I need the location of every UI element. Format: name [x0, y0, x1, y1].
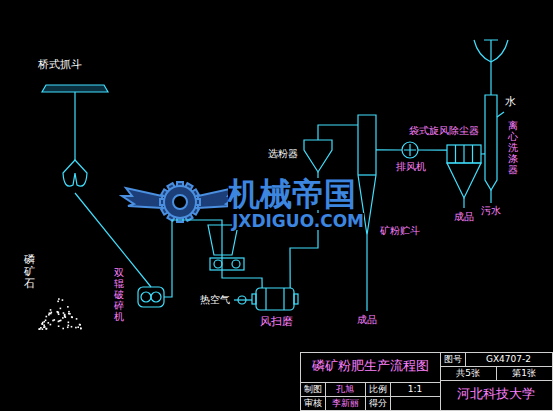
- bag-hopper: [447, 163, 481, 198]
- equipment-outline: [447, 145, 481, 163]
- watermark: 机械帝国: [228, 178, 356, 210]
- equipment-label: 双辊破碎机: [114, 267, 124, 322]
- equipment-symbol: [402, 142, 418, 158]
- title-rule: [365, 382, 366, 411]
- logo-wing: [122, 188, 162, 208]
- equipment-symbol: [447, 145, 481, 163]
- equipment-label: 选粉器: [268, 148, 298, 160]
- stack-fork: [474, 40, 508, 62]
- drawing-title: 磷矿粉肥生产流程图: [300, 359, 440, 374]
- equipment-outline: [485, 95, 497, 190]
- flow-line: [481, 153, 485, 154]
- table-cell: 1:1: [390, 384, 440, 394]
- stack: [490, 40, 491, 95]
- exhaust-fan: 排风机: [402, 142, 418, 158]
- rock-pile: 磷矿石: [38, 290, 82, 330]
- equipment-symbol: [38, 290, 82, 330]
- school-name: 河北科技大学: [440, 387, 552, 402]
- inlet-label: 水: [505, 96, 516, 109]
- feeder: [210, 258, 244, 270]
- feeder-roller: [232, 260, 240, 268]
- table-cell: 审核: [300, 398, 325, 408]
- feeder-roller: [214, 260, 222, 268]
- flow-line: [75, 193, 151, 287]
- title-rule: [440, 352, 441, 411]
- outlet-label: 污水: [481, 205, 501, 217]
- flow-line: [164, 220, 262, 297]
- title-rule: [325, 382, 326, 411]
- watermark-logo: [122, 182, 238, 222]
- outlet-label: 成品: [454, 211, 474, 223]
- table-cell: 共5张: [440, 368, 496, 378]
- air-swept-mill: 风扫磨: [252, 288, 298, 310]
- table-cell: 比例: [365, 384, 390, 394]
- equipment-label: 风扫磨: [260, 316, 293, 329]
- equipment-outline: [38, 298, 81, 330]
- powder-separator: 选粉器: [304, 140, 332, 172]
- title-rule: [300, 382, 440, 383]
- table-cell: 李新丽: [325, 398, 365, 408]
- title-rule: [390, 382, 391, 411]
- equipment-label: 离心洗涤器: [508, 120, 518, 175]
- title-rule: [440, 380, 553, 381]
- table-cell: 孔旭: [325, 384, 365, 394]
- bag-filter: 袋式旋风除尘器: [447, 145, 481, 163]
- equipment-symbol: [42, 85, 108, 193]
- title-block: [300, 352, 553, 411]
- hot-air-blower: [238, 296, 246, 304]
- equipment-label: 矿粉贮斗: [380, 225, 420, 237]
- flow-line: [418, 149, 447, 150]
- logo-gear: [160, 182, 200, 222]
- equipment-symbol: [138, 287, 164, 307]
- table-cell: 图号: [440, 354, 465, 364]
- table-cell: 制图: [300, 384, 325, 394]
- scrubber: 离心洗涤器: [485, 95, 497, 190]
- equipment-symbol: [252, 288, 298, 310]
- equipment-outline: [304, 140, 332, 172]
- flow-line: [376, 149, 402, 150]
- title-rule: [465, 352, 466, 366]
- equipment-symbol: [304, 140, 332, 172]
- table-cell: 第1张: [496, 368, 552, 378]
- equipment-label: 磷矿石: [24, 254, 35, 290]
- equipment-label: 桥式抓斗: [38, 59, 82, 72]
- logo-gear: [164, 186, 196, 218]
- watermark: JXDIGUO.COM: [232, 213, 364, 230]
- equipment-label: 排风机: [396, 161, 426, 173]
- product-leader: [463, 198, 464, 208]
- equipment-label: 袋式旋风除尘器: [409, 125, 479, 137]
- title-rule: [300, 396, 440, 397]
- title-frame: [301, 353, 553, 411]
- equipment-outline: [252, 288, 298, 310]
- hot-air-pipe: [234, 299, 252, 300]
- outlet-label: 成品: [357, 314, 377, 326]
- inlet-label: 热空气: [200, 294, 230, 306]
- table-cell: 得分: [365, 398, 390, 408]
- product-leader: [366, 235, 367, 311]
- equipment-symbol: [485, 95, 497, 190]
- title-rule: [496, 366, 497, 380]
- logo-hub: [173, 195, 187, 209]
- equipment-outline: [402, 142, 418, 158]
- flow-line: [318, 125, 358, 140]
- equipment-outline: [42, 85, 108, 186]
- water-pipe: [497, 112, 504, 117]
- equipment-outline: [138, 287, 164, 307]
- table-cell: GX4707-2: [465, 354, 552, 364]
- sewage-pipe: [490, 190, 491, 203]
- bridge-grab: 桥式抓斗: [42, 85, 108, 193]
- roll-crusher: 双辊破碎机: [138, 287, 164, 307]
